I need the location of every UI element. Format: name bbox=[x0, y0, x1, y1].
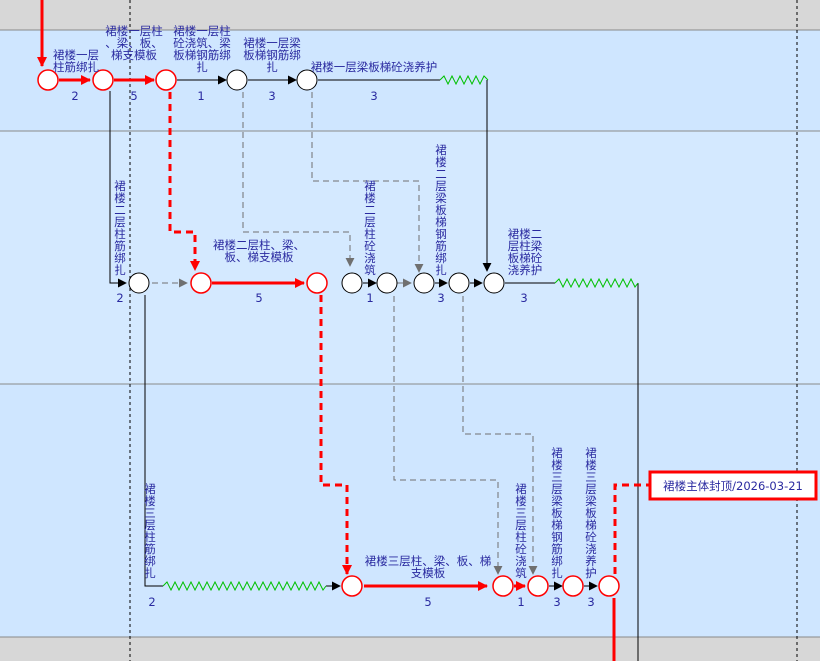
footer-band bbox=[0, 637, 820, 661]
duration-c3: 1 bbox=[517, 595, 524, 609]
dep-b3-c3 bbox=[393, 296, 503, 575]
milestone-label: 裙楼主体封顶/2026-03-21 bbox=[663, 479, 803, 493]
label-a1: 裙楼一层柱筋绑扎 bbox=[53, 48, 99, 74]
duration-a4: 3 bbox=[268, 89, 275, 103]
label-b5: 裙楼二层柱梁板梯砼浇养护 bbox=[508, 227, 543, 277]
event-node[interactable] bbox=[226, 69, 248, 91]
dep-a4-b4 bbox=[311, 92, 424, 273]
event-node[interactable] bbox=[128, 272, 150, 294]
float-lines bbox=[162, 74, 639, 592]
activity-labels: 裙楼一层柱筋绑扎 裙楼一层柱、梁、板、梯支模板 裙楼一层柱砼浇筑、梁板梯钢筋绑扎… bbox=[53, 24, 597, 580]
dep-b4-c4 bbox=[462, 296, 538, 575]
milestone[interactable]: 裙楼主体封顶/2026-03-21 bbox=[648, 470, 818, 501]
label-a4: 裙楼一层梁板梯钢筋绑扎 bbox=[243, 36, 301, 74]
header-band bbox=[0, 0, 820, 30]
event-node[interactable] bbox=[448, 272, 470, 294]
duration-c2: 5 bbox=[424, 595, 431, 609]
float-a5 bbox=[439, 74, 489, 86]
duration-b1: 2 bbox=[116, 291, 123, 305]
critical-link-1 bbox=[168, 92, 200, 271]
label-b1: 裙楼二层柱筋绑扎 bbox=[114, 179, 126, 277]
event-node[interactable] bbox=[413, 272, 435, 294]
dep-a3-b3 bbox=[242, 92, 355, 267]
duration-a3: 1 bbox=[197, 89, 204, 103]
event-node[interactable] bbox=[598, 575, 620, 597]
critical-path bbox=[37, 0, 650, 661]
label-c2: 裙楼三层柱、梁、板、梯支模板 bbox=[365, 554, 492, 580]
event-node[interactable] bbox=[483, 272, 505, 294]
critical-to-milestone bbox=[613, 483, 650, 574]
duration-labels: 2 5 1 3 3 2 5 1 3 3 2 5 1 3 3 bbox=[71, 89, 594, 609]
event-node[interactable] bbox=[341, 272, 363, 294]
label-c4: 裙楼三层梁板梯钢筋绑扎 bbox=[551, 446, 563, 580]
event-node[interactable] bbox=[376, 272, 398, 294]
label-b3: 裙楼二层柱砼浇筑 bbox=[364, 179, 376, 277]
duration-a1: 2 bbox=[71, 89, 78, 103]
label-a3: 裙楼一层柱砼浇筑、梁板梯钢筋绑扎 bbox=[173, 24, 231, 74]
label-c1: 裙楼三层柱筋绑扎 bbox=[144, 482, 156, 580]
event-node[interactable] bbox=[341, 575, 363, 597]
milestone-box[interactable] bbox=[648, 470, 818, 501]
event-node[interactable] bbox=[37, 69, 59, 91]
row-band-2 bbox=[0, 131, 820, 384]
label-a5: 裙楼一层梁板梯砼浇养护 bbox=[311, 60, 438, 74]
event-node[interactable] bbox=[92, 69, 114, 91]
duration-c1: 2 bbox=[148, 595, 155, 609]
event-node[interactable] bbox=[527, 575, 549, 597]
label-a2: 裙楼一层柱、梁、板、梯支模板 bbox=[105, 24, 163, 62]
event-node[interactable] bbox=[190, 272, 212, 294]
duration-b3: 1 bbox=[366, 291, 373, 305]
label-c5: 裙楼三层梁板梯砼浇养护 bbox=[585, 446, 597, 580]
arrow-b1 bbox=[109, 91, 127, 288]
label-b4: 裙楼二层梁板梯钢筋绑扎 bbox=[435, 143, 447, 277]
row-gridlines bbox=[0, 29, 820, 638]
duration-a5: 3 bbox=[370, 89, 377, 103]
label-b2: 裙楼二层柱、梁、板、梯支模板 bbox=[213, 238, 305, 264]
duration-b5: 3 bbox=[520, 291, 527, 305]
arrow-c1 bbox=[144, 295, 163, 587]
event-node[interactable] bbox=[155, 69, 177, 91]
event-node[interactable] bbox=[306, 272, 328, 294]
event-node[interactable] bbox=[492, 575, 514, 597]
duration-b4: 3 bbox=[437, 291, 444, 305]
event-node[interactable] bbox=[296, 69, 318, 91]
time-gridlines bbox=[129, 0, 798, 661]
event-nodes bbox=[37, 69, 620, 597]
duration-c4: 3 bbox=[553, 595, 560, 609]
float-b5 bbox=[554, 277, 639, 289]
duration-c5: 3 bbox=[587, 595, 594, 609]
duration-b2: 5 bbox=[255, 291, 262, 305]
normal-arrows bbox=[109, 75, 639, 661]
duration-a2: 5 bbox=[130, 89, 137, 103]
row-band-3 bbox=[0, 384, 820, 637]
float-c1 bbox=[162, 580, 327, 592]
label-c3: 裙楼三层柱砼浇筑 bbox=[515, 482, 527, 580]
dependency-lines bbox=[152, 92, 538, 575]
event-node[interactable] bbox=[562, 575, 584, 597]
